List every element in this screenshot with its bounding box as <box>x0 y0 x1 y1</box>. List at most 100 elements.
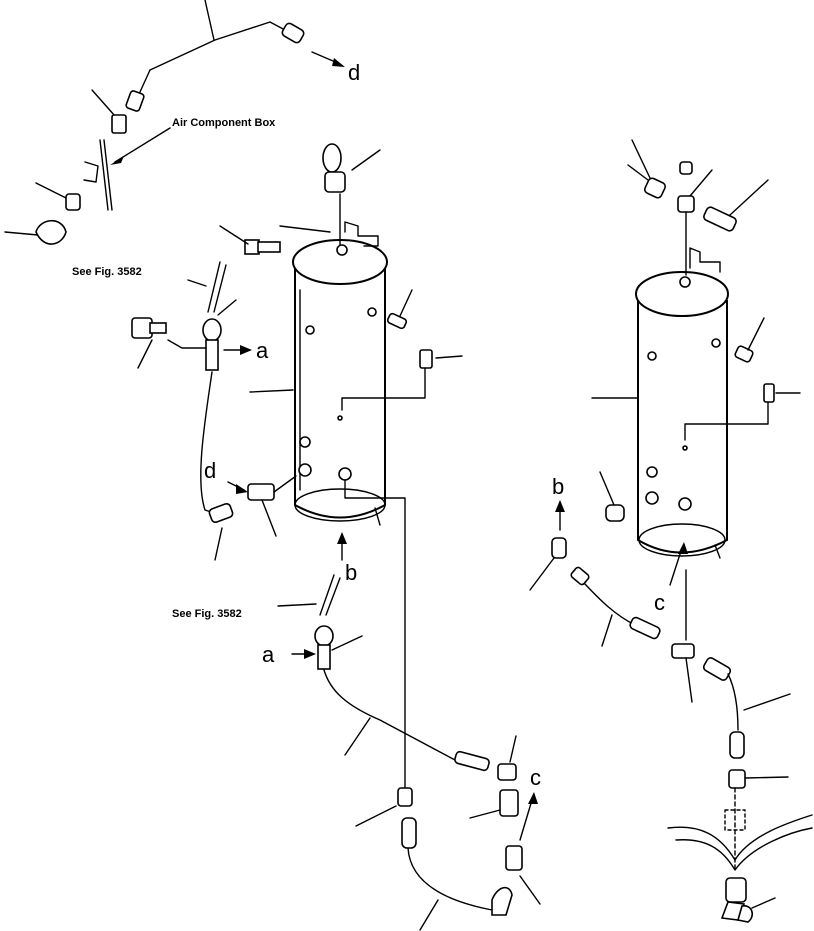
bolt-shank <box>149 322 167 334</box>
hose-connector <box>202 318 222 342</box>
fitting <box>419 349 433 369</box>
left-air-tank <box>292 221 388 526</box>
leader-line <box>91 89 116 117</box>
tee-fitting-d: d <box>204 458 297 537</box>
letter-c-lower: c <box>530 765 541 790</box>
connector <box>728 769 746 789</box>
tank-bottom <box>294 488 386 522</box>
leader-line <box>745 776 789 779</box>
leader-line <box>4 231 39 236</box>
arrow-head <box>528 792 538 804</box>
check-valve <box>505 845 523 871</box>
tank-port <box>299 436 311 448</box>
hose-connector <box>314 625 334 647</box>
tank-foot <box>374 507 381 526</box>
hose <box>213 264 227 313</box>
tank-bracket <box>344 221 379 247</box>
leader-line <box>599 471 615 506</box>
right-lower-assembly: b c <box>529 474 813 923</box>
arrow-b-center: b <box>337 532 357 585</box>
hose-line <box>200 371 221 516</box>
plug <box>679 161 693 175</box>
pipe-line <box>684 401 769 441</box>
tank-port <box>647 351 657 361</box>
hose-fitting <box>281 22 305 44</box>
hose-fitting <box>208 502 234 524</box>
hose-stem <box>205 339 219 371</box>
lifting-eye <box>322 143 381 246</box>
leader-line <box>399 289 413 317</box>
air-component-box-label: Air Component Box <box>172 117 276 129</box>
letter-d-top: d <box>348 60 360 85</box>
elbow-fitting <box>497 763 517 781</box>
leader-line <box>601 614 613 647</box>
leader-line <box>217 299 237 316</box>
drain-plug <box>605 504 625 522</box>
top-hose-assembly <box>4 0 345 245</box>
eye-bolt-loop <box>322 143 342 173</box>
pipe-line <box>341 367 426 411</box>
tank-port <box>645 491 659 505</box>
tee-fitting <box>677 195 695 213</box>
adapter-fitting <box>111 114 127 134</box>
leader-line <box>419 899 439 931</box>
see-fig-label-1: See Fig. 3582 <box>72 266 142 278</box>
bottom-fitting-elbow <box>736 905 754 923</box>
arrow-head <box>337 532 347 544</box>
leader-line <box>204 0 215 41</box>
arrow-head <box>555 500 565 512</box>
hose-line <box>323 669 456 761</box>
fitting <box>763 383 775 403</box>
leader-line <box>331 635 363 651</box>
letter-c-right: c <box>654 590 665 615</box>
tank-top <box>635 271 729 317</box>
hose-end <box>729 731 745 759</box>
leader-line <box>519 875 541 905</box>
hose-line <box>407 847 493 911</box>
left-tank-side-fittings <box>249 289 463 411</box>
tee-body <box>247 483 275 501</box>
frame-section <box>667 814 813 861</box>
see-fig-label-2: See Fig. 3582 <box>172 608 242 620</box>
leader-line <box>351 149 381 171</box>
leader-line <box>469 809 501 819</box>
hose-line <box>149 21 286 71</box>
hose-fitting <box>702 657 732 681</box>
tank-body <box>294 268 386 519</box>
tank-drain-port <box>338 467 352 481</box>
drain-pipe <box>344 479 406 791</box>
arrow-head <box>236 484 248 494</box>
leader-line <box>435 355 463 359</box>
hose-fitting <box>454 750 490 772</box>
tank-port <box>367 307 377 317</box>
tank-port <box>646 466 658 478</box>
hose <box>319 574 335 616</box>
tank-port <box>305 325 315 335</box>
pipe <box>273 475 297 493</box>
bolt-ref-line <box>279 225 331 233</box>
fitting <box>386 312 408 330</box>
hose-line <box>139 69 151 93</box>
arrow-line <box>669 547 683 586</box>
leader-line <box>751 897 776 909</box>
right-tank-top-fittings <box>627 139 769 276</box>
hose-line <box>167 339 207 349</box>
leader-line <box>729 179 769 216</box>
component-box-bracket <box>103 139 113 211</box>
hose-fitting <box>570 566 590 586</box>
letter-a-lower: a <box>262 642 275 667</box>
leader-line <box>344 717 371 756</box>
arrow-head <box>110 156 124 165</box>
hose-fitting <box>629 616 661 640</box>
hose <box>325 577 341 616</box>
safety-valve <box>703 206 737 232</box>
leader-line <box>529 557 555 591</box>
right-tank-side-fittings <box>591 317 801 522</box>
tank-foot <box>714 544 721 559</box>
letter-d-mid: d <box>204 458 216 483</box>
frame-section <box>675 827 813 871</box>
letter-b-center: b <box>345 560 357 585</box>
right-air-tank <box>635 247 729 559</box>
tank-top-port <box>336 244 348 256</box>
